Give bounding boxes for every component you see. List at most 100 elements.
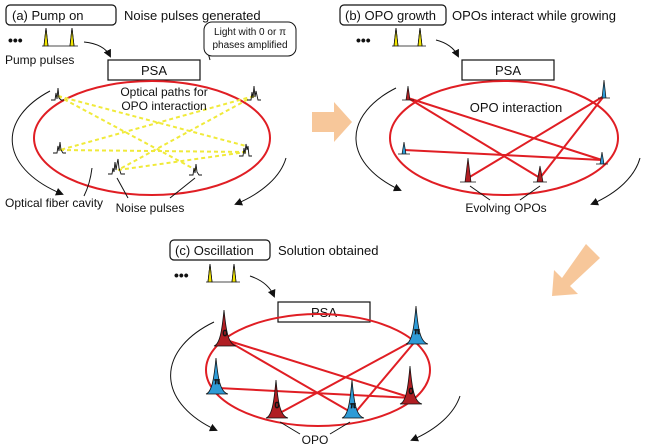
- psa-label-c: PSA: [311, 305, 337, 320]
- noise-pointer-1: [116, 177, 129, 199]
- interaction-path: [225, 339, 413, 399]
- zero-phase-label: 0: [409, 387, 414, 396]
- evolving-opo: [398, 141, 410, 155]
- opo-pointer-2: [329, 421, 351, 435]
- badge-c: (c) Oscillation: [175, 243, 254, 258]
- badge-b-box: [339, 4, 447, 26]
- noise-pulse: [189, 163, 202, 176]
- circulation-arrow-c-right: [410, 395, 461, 442]
- noise-pointer-2: [169, 177, 196, 199]
- interaction-path: [467, 95, 605, 179]
- optical-path: [57, 95, 247, 147]
- interaction-path: [403, 149, 603, 161]
- paths-label-line2: OPO interaction: [121, 99, 206, 113]
- pump-arrow-a: [83, 41, 111, 58]
- psa-box-c: [277, 301, 371, 323]
- opo-zero: 0: [213, 309, 237, 347]
- pi-phase-label: π: [350, 401, 356, 410]
- opo-pointer-1: [279, 421, 301, 435]
- pi-phase-label: π: [214, 377, 220, 386]
- evolving-opo: [596, 151, 608, 165]
- heading-a: Noise pulses generated: [124, 8, 261, 23]
- evolving-opo: [402, 85, 414, 101]
- circulation-arrow-a-left: [11, 90, 64, 196]
- noise-pulses-a: [51, 85, 261, 176]
- badge-a-box: [5, 4, 117, 26]
- evolving-pointer-2: [519, 185, 541, 201]
- pump-pulse-c1: [207, 263, 213, 283]
- badge-b: (b) OPO growth: [345, 8, 436, 23]
- circulation-arrow-b-left: [355, 87, 402, 192]
- optical-path: [59, 95, 255, 151]
- callout-bubble: [203, 21, 297, 57]
- fiber-cavity-c: [205, 313, 431, 427]
- interaction-label: OPO interaction: [470, 100, 563, 115]
- zero-phase-label: 0: [275, 401, 280, 410]
- pi-phase-label: π: [414, 327, 420, 336]
- pump-label-a: Pump pulses: [5, 53, 74, 67]
- optical-path: [117, 151, 247, 171]
- evolving-pointer-1: [469, 185, 491, 201]
- optical-path: [57, 95, 197, 171]
- dots-c: •••: [174, 267, 189, 283]
- interaction-paths-b: [403, 95, 605, 179]
- pump-pulse-a1: [43, 27, 49, 47]
- interaction-path: [277, 337, 419, 415]
- fiber-cavity-b: [389, 80, 619, 196]
- optical-path: [117, 95, 255, 171]
- noise-pulse: [239, 143, 252, 157]
- step-arrow-b-to-c: [552, 244, 600, 296]
- pump-arrow-c: [249, 275, 276, 298]
- interaction-path: [225, 339, 355, 415]
- noise-pulse: [247, 85, 261, 101]
- opo-label: OPO: [302, 433, 329, 447]
- callout-line2: phases amplified: [212, 40, 287, 51]
- pump-pulse-c2: [231, 263, 237, 283]
- opo-pi: π: [405, 305, 429, 345]
- evolving-opo: [533, 165, 547, 183]
- pump-pulse-a2: [69, 27, 75, 47]
- circulation-arrow-a-right: [234, 157, 287, 206]
- psa-box-b: [461, 59, 555, 81]
- heading-c: Solution obtained: [278, 243, 378, 258]
- fiber-pointer: [83, 167, 93, 197]
- noise-pulse: [108, 158, 125, 175]
- psa-label-a: PSA: [141, 63, 167, 78]
- noise-pulse: [53, 141, 66, 154]
- interaction-path: [539, 95, 605, 179]
- dots-a: •••: [8, 32, 23, 48]
- psa-box-a: [107, 59, 201, 81]
- evolving-opos-b: [398, 79, 610, 183]
- evolving-opo: [598, 79, 610, 99]
- paths-label-line1: Optical paths for: [120, 85, 207, 99]
- fiber-cavity-a: [33, 80, 271, 196]
- callout-line1: Light with 0 or π: [214, 27, 286, 38]
- badge-a: (a) Pump on: [12, 8, 84, 23]
- zero-phase-label: 0: [223, 329, 228, 338]
- opo-pulses-c: 0 π π 0 0 π: [205, 305, 429, 419]
- panel-c: (c) Oscillation Solution obtained ••• PS…: [169, 239, 461, 447]
- heading-b: OPOs interact while growing: [452, 8, 616, 23]
- opo-pi: π: [205, 357, 229, 395]
- circulation-arrow-b-right: [590, 157, 641, 206]
- evolving-label: Evolving OPOs: [465, 201, 546, 215]
- psa-label-b: PSA: [495, 63, 521, 78]
- panel-a: (a) Pump on Noise pulses generated ••• P…: [5, 4, 297, 215]
- pump-pulse-b2: [417, 27, 423, 47]
- opo-zero: 0: [265, 379, 289, 419]
- interaction-paths-c: [217, 337, 419, 415]
- fiber-label: Optical fiber cavity: [5, 196, 103, 210]
- optical-path: [59, 149, 247, 153]
- pump-pulse-b1: [393, 27, 399, 47]
- interaction-path: [407, 97, 603, 161]
- badge-c-box: [169, 239, 271, 261]
- evolving-opo: [460, 157, 476, 183]
- circulation-arrow-c-left: [170, 321, 218, 432]
- interaction-path: [217, 387, 413, 399]
- noise-pulse: [51, 87, 64, 101]
- dots-b: •••: [356, 32, 371, 48]
- interaction-path: [353, 337, 419, 415]
- opo-zero: 0: [399, 365, 423, 405]
- opo-pi: π: [341, 379, 365, 419]
